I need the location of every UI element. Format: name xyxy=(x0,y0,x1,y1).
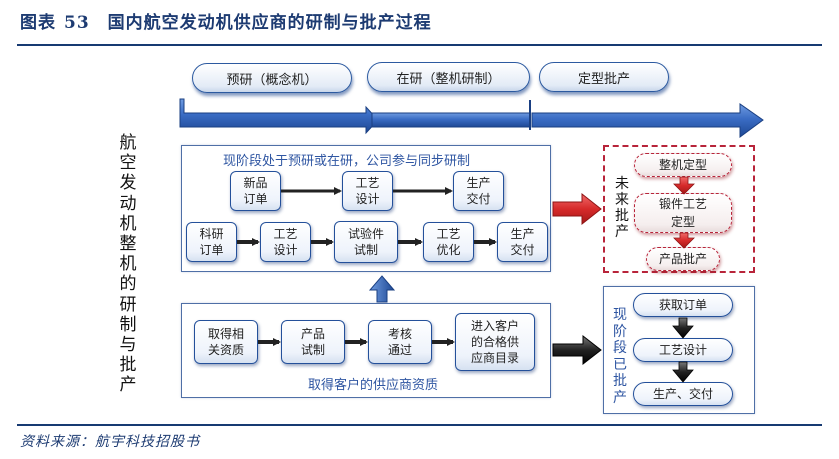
figure-title: 图表 53 国内航空发动机供应商的研制与批产过程 xyxy=(20,8,432,33)
node-process-design-3: 工艺设计 xyxy=(633,338,733,362)
node-forging-process-finalized: 锻件工艺 定型 xyxy=(634,193,732,233)
sync-panel-caption: 现阶段处于预研或在研，公司参与同步研制 xyxy=(223,154,471,169)
source-note: 资料来源：航宇科技招股书 xyxy=(20,434,200,450)
node-production-delivery: 生产、交付 xyxy=(633,382,733,406)
node-product-mass-production: 产品批产 xyxy=(646,247,720,271)
node-engine-finalized: 整机定型 xyxy=(634,153,732,177)
node-product-trial: 产品 试制 xyxy=(281,320,345,364)
phase-mass-production: 定型批产 xyxy=(539,62,669,92)
figure-number: 53 xyxy=(64,13,90,33)
phase-label: 在研（整机研制） xyxy=(396,71,501,87)
side-title: 航空发动机整机的研制与批产 xyxy=(119,133,137,396)
timeline-segment-1 xyxy=(179,98,379,135)
node-obtain-order: 获取订单 xyxy=(633,293,733,317)
arrow-qualification-to-sync xyxy=(368,275,396,303)
future-production-label: 未来批产 xyxy=(615,176,629,240)
node-process-design-1: 工艺 设计 xyxy=(342,171,393,211)
node-delivery-2: 生产 交付 xyxy=(497,222,548,262)
timeline-segment-2 xyxy=(371,112,531,128)
node-process-design-2: 工艺 设计 xyxy=(260,222,311,262)
node-process-optimize: 工艺 优化 xyxy=(423,222,474,262)
node-pass-assessment: 考核 通过 xyxy=(368,320,432,364)
current-production-label: 现阶段已批产 xyxy=(613,307,627,406)
node-research-order: 科研 订单 xyxy=(186,222,237,262)
qualification-panel-caption: 取得客户的供应商资质 xyxy=(308,378,439,393)
node-obtain-qualification: 取得相 关资质 xyxy=(194,320,258,364)
phase-in-development: 在研（整机研制） xyxy=(367,62,530,92)
footer-rule xyxy=(17,424,822,426)
node-new-order: 新品 订单 xyxy=(230,171,281,211)
phase-label: 定型批产 xyxy=(577,71,630,87)
arrow-to-current-production xyxy=(552,334,602,366)
header-rule xyxy=(17,44,822,46)
node-delivery-1: 生产 交付 xyxy=(453,171,504,211)
figure-title-text: 国内航空发动机供应商的研制与批产过程 xyxy=(107,13,432,33)
arrow-to-future-production xyxy=(552,192,602,226)
node-enter-supplier-list: 进入客户 的合格供 应商目录 xyxy=(455,313,535,371)
timeline-segment-3 xyxy=(531,103,764,138)
node-test-piece: 试验件 试制 xyxy=(334,221,398,263)
figure-label: 图表 xyxy=(20,13,56,33)
phase-label: 预研（概念机） xyxy=(226,72,318,88)
phase-pre-research: 预研（概念机） xyxy=(192,63,352,93)
